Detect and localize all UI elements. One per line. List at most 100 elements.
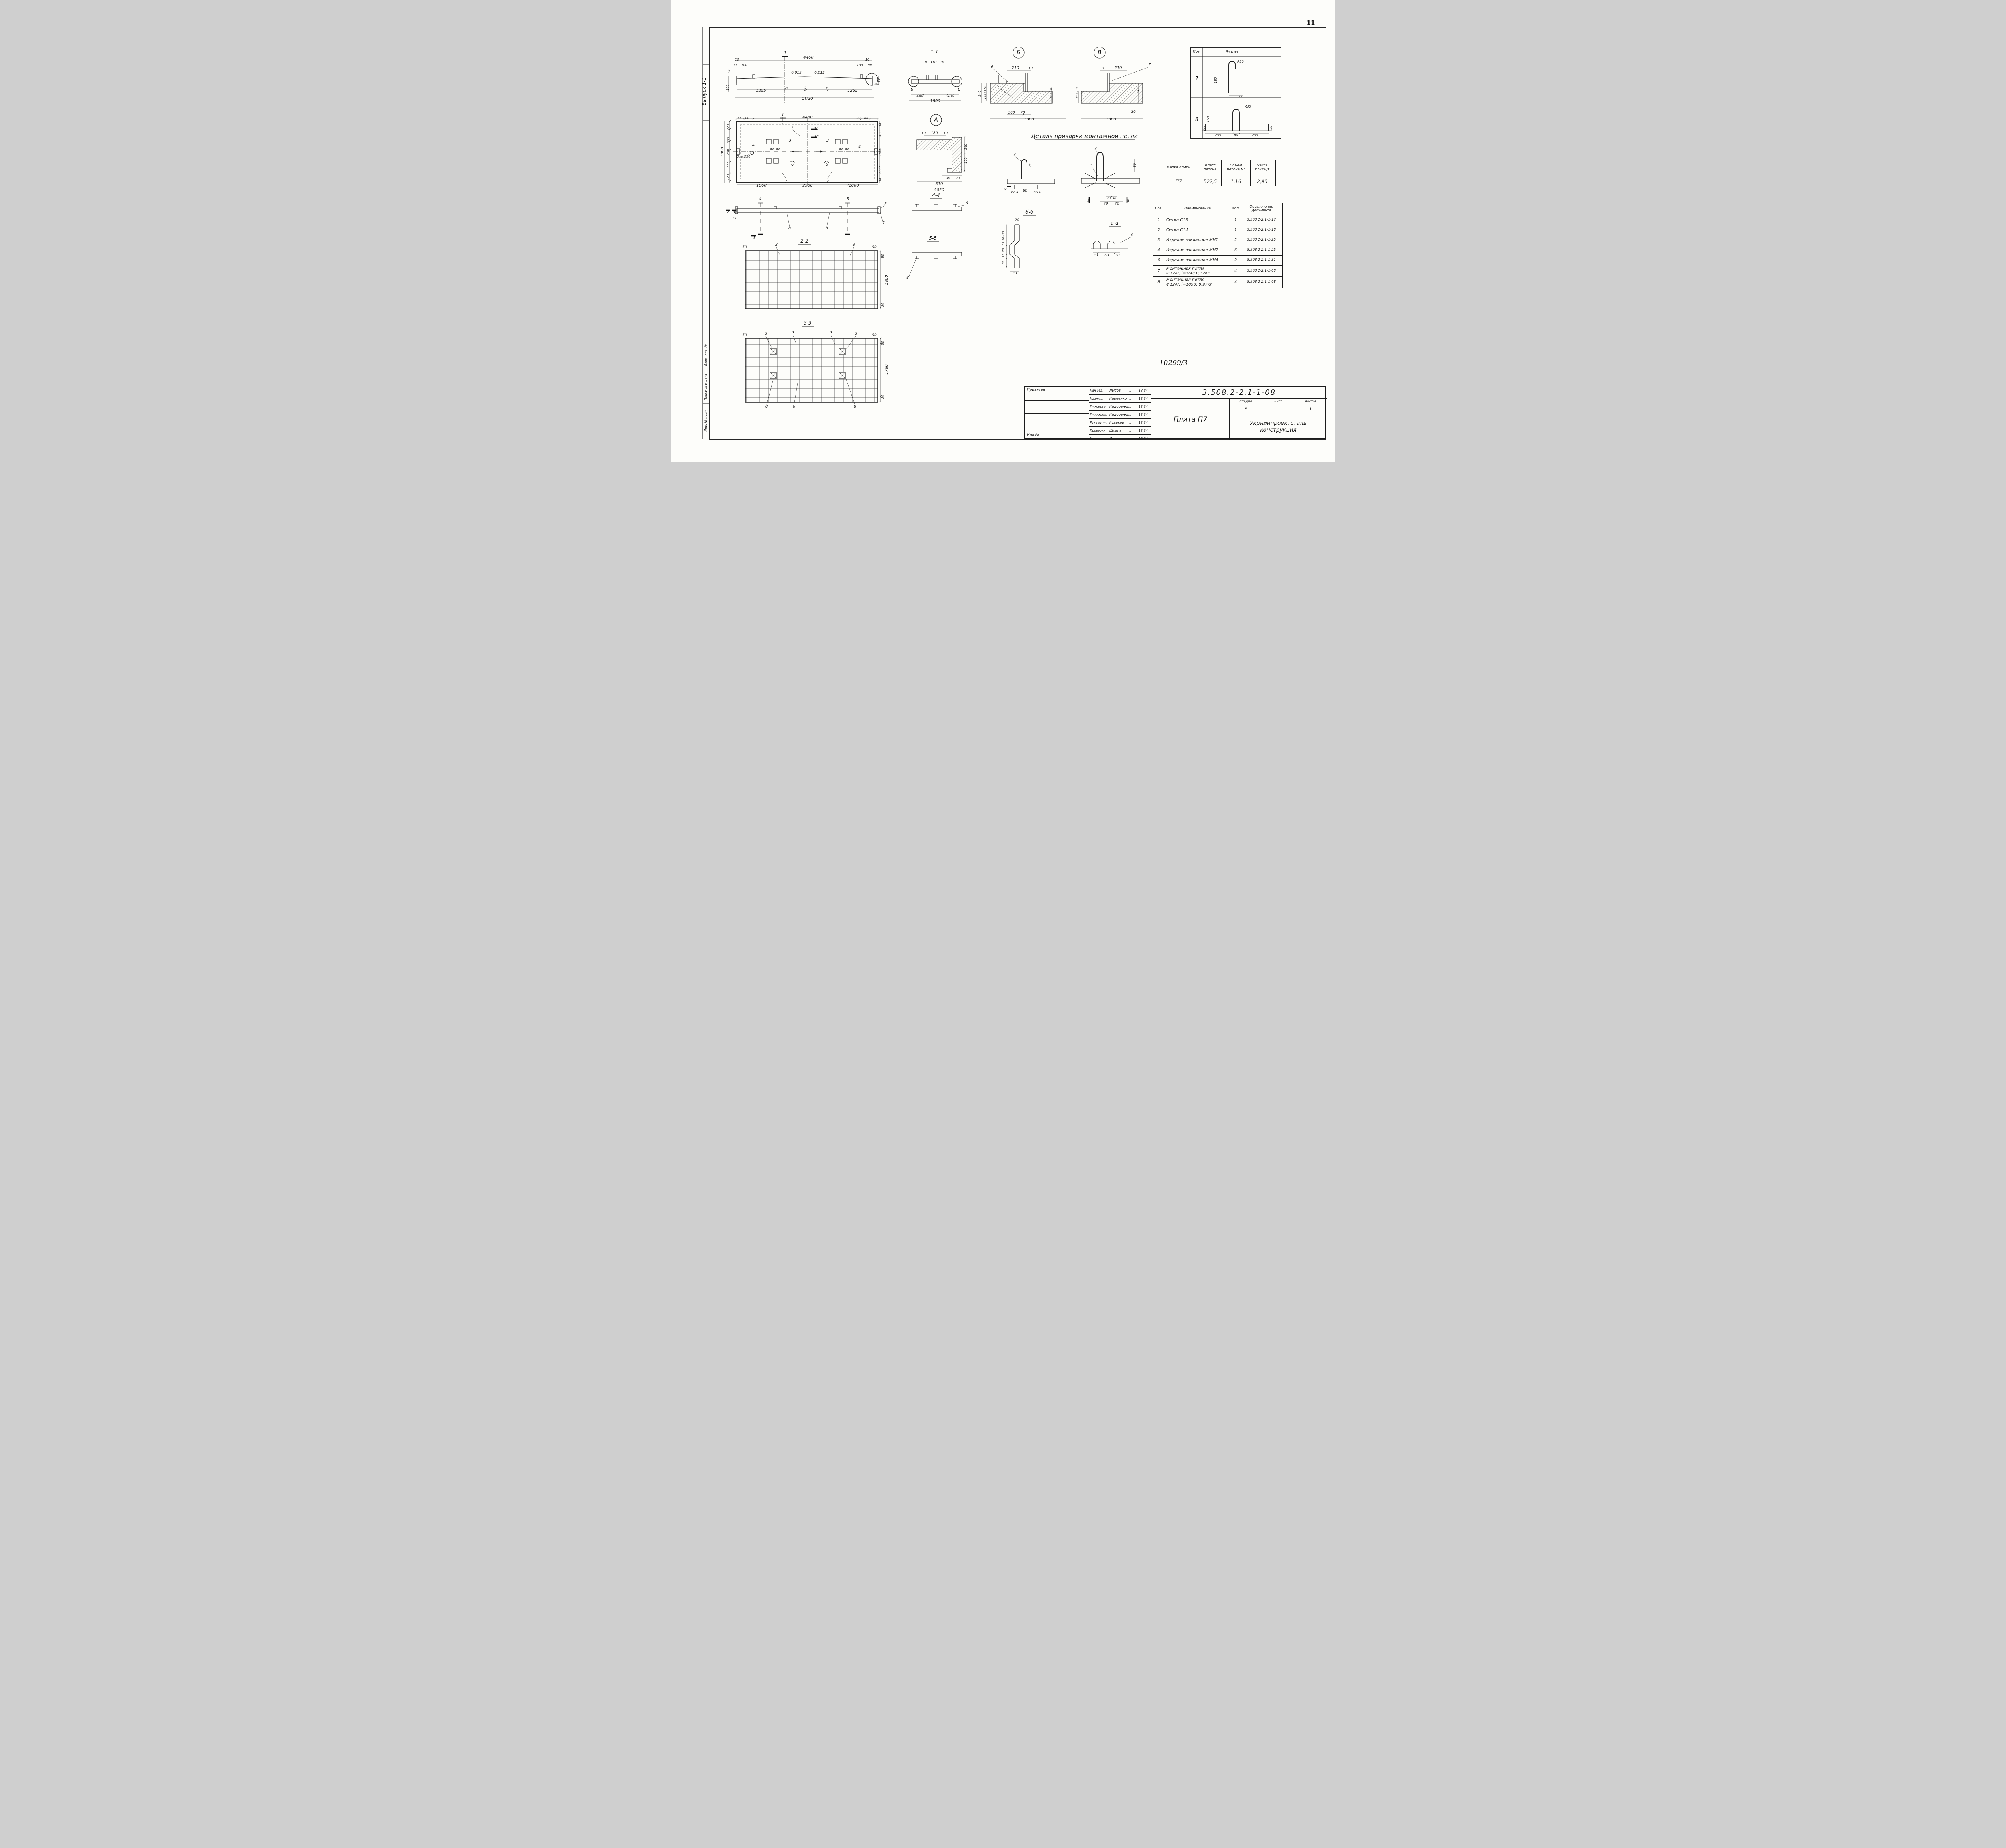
spec-cell: 3	[1153, 235, 1165, 245]
dim-label: 4-4	[932, 193, 940, 198]
dim-label: 200	[854, 116, 860, 120]
dim-label: 15	[1002, 254, 1005, 257]
dim-label: а	[1087, 199, 1090, 203]
dim-label: 0.015	[814, 71, 825, 75]
dim-label: 1800	[885, 275, 889, 285]
dim-label: 180	[857, 63, 863, 67]
dim-label: 100÷135	[1076, 87, 1079, 100]
dim-label: 555	[726, 161, 730, 167]
dim-label: 80	[770, 147, 774, 150]
dim-label: 210	[1114, 66, 1122, 70]
dim-label: 10	[940, 61, 944, 64]
plate-grade-table: Марка плиты Класс бетона Объем бетона,м³…	[1158, 160, 1276, 186]
dim-label: 7	[997, 84, 1000, 89]
inventory-number-label: Инв.№	[1027, 433, 1040, 437]
sketch-table-linework	[1190, 47, 1281, 139]
dim-label: 400	[916, 94, 923, 98]
dim-label: 20	[1015, 218, 1019, 222]
signature-row: Н.контр.Киреенко~12.84	[1089, 395, 1151, 403]
dim-label: 555	[726, 137, 730, 143]
signature-row: Гл.инж.пр.Кидоренко~12.84	[1089, 411, 1151, 419]
signature-mark: ~	[1128, 412, 1133, 418]
signature-cell: 12.84	[1139, 421, 1148, 424]
dim-label: 60	[1023, 189, 1027, 193]
dim-label: 30	[1131, 110, 1136, 114]
signature-cell: Кидоренко	[1109, 412, 1129, 417]
dim-label: по а	[1033, 191, 1041, 194]
spec-cell: 4	[1230, 277, 1241, 288]
dim-label: 50	[742, 245, 747, 250]
dim-label: 6	[791, 162, 794, 167]
marka-header: Класс бетона	[1199, 160, 1222, 176]
signature-cell: Рудаков	[1109, 420, 1124, 425]
dim-label: 2900	[802, 183, 812, 188]
spec-cell: Изделие закладное МН4	[1165, 256, 1230, 265]
section-a-a-linework	[1091, 226, 1131, 254]
signature-cell: Нач.отд.	[1090, 389, 1104, 392]
dim-label: 20	[1269, 126, 1273, 129]
spec-cell: Изделие закладное МН2	[1165, 245, 1230, 255]
dim-label: 10	[923, 61, 927, 64]
dim-label: 7	[1148, 63, 1151, 67]
stage-header: Листов	[1294, 399, 1327, 404]
spec-cell: 7	[1153, 266, 1165, 276]
dim-label: 10299/3	[1159, 359, 1188, 367]
dim-label: 1	[784, 50, 787, 55]
spec-cell: 2	[1153, 225, 1165, 235]
dim-label: 1255	[847, 89, 857, 93]
dim-label: 20÷95	[1002, 231, 1005, 241]
dim-label: 15	[1002, 242, 1005, 245]
dim-label: 70	[1115, 202, 1119, 206]
dim-label: 60	[1104, 254, 1109, 258]
signature-cell: 12.84	[1139, 437, 1151, 438]
spec-cell: Монтажная петля Ф12АI, l=1090; 0,97кг	[1165, 277, 1230, 288]
signature-mark: ~	[1128, 435, 1139, 438]
dim-label: 30	[881, 395, 885, 399]
dim-label: 180	[1214, 77, 1218, 83]
dim-label: 8	[788, 226, 791, 231]
dim-label: по а	[1011, 191, 1018, 194]
dim-label: 7	[826, 179, 829, 184]
detail-b-linework	[981, 47, 1066, 119]
dim-label: 8	[826, 86, 828, 91]
dim-label: 20	[1002, 248, 1005, 252]
organization-line: Укрниипроектсталь	[1250, 420, 1307, 427]
section-b-b-linework	[1005, 215, 1036, 272]
dim-label: 1	[782, 112, 784, 117]
stage-value: Р	[1230, 404, 1262, 413]
dim-label: 1800	[720, 147, 725, 157]
dim-label: 3-3	[804, 320, 812, 326]
dim-label: Отв.Ø50	[737, 154, 751, 158]
spec-cell: 3.508.2-2.1-1-08	[1247, 280, 1276, 284]
dim-label: 90	[727, 69, 731, 73]
dim-label: 3	[826, 138, 829, 143]
signature-mark: ~	[1128, 404, 1133, 410]
title-block-left-column: Привязан Инв.№	[1025, 387, 1089, 438]
marka-header: Объем бетона,м³	[1222, 160, 1251, 176]
spec-table-header: Поз. Наименование Кол. Обозначение докум…	[1153, 203, 1282, 215]
signature-row: Нач.отд.Лысов~12.84	[1089, 387, 1151, 395]
signature-cell: 12.84	[1139, 405, 1148, 408]
dim-label: 3	[1090, 163, 1092, 168]
dim-label: а	[1127, 199, 1129, 203]
dim-label: 60	[1239, 95, 1243, 98]
dim-label: 250	[726, 149, 730, 155]
dim-label: 4460	[802, 115, 812, 120]
signature-cell: Кидоренко	[1109, 404, 1129, 409]
dim-label: 80	[864, 116, 868, 120]
frame-linework	[702, 19, 1326, 440]
dim-label: 240	[1136, 87, 1140, 93]
spec-cell: 3.508.2-2.1-1-18	[1247, 228, 1276, 232]
document-number: 3.508.2-2.1-1-08	[1151, 387, 1327, 399]
marka-value: В22,5	[1199, 176, 1222, 186]
dim-label: 1800	[1024, 117, 1034, 122]
dim-label: 220	[726, 174, 730, 180]
dim-label: 20	[879, 123, 882, 126]
dim-label: 6	[991, 65, 993, 69]
view-section-1-1-linework	[908, 55, 962, 101]
